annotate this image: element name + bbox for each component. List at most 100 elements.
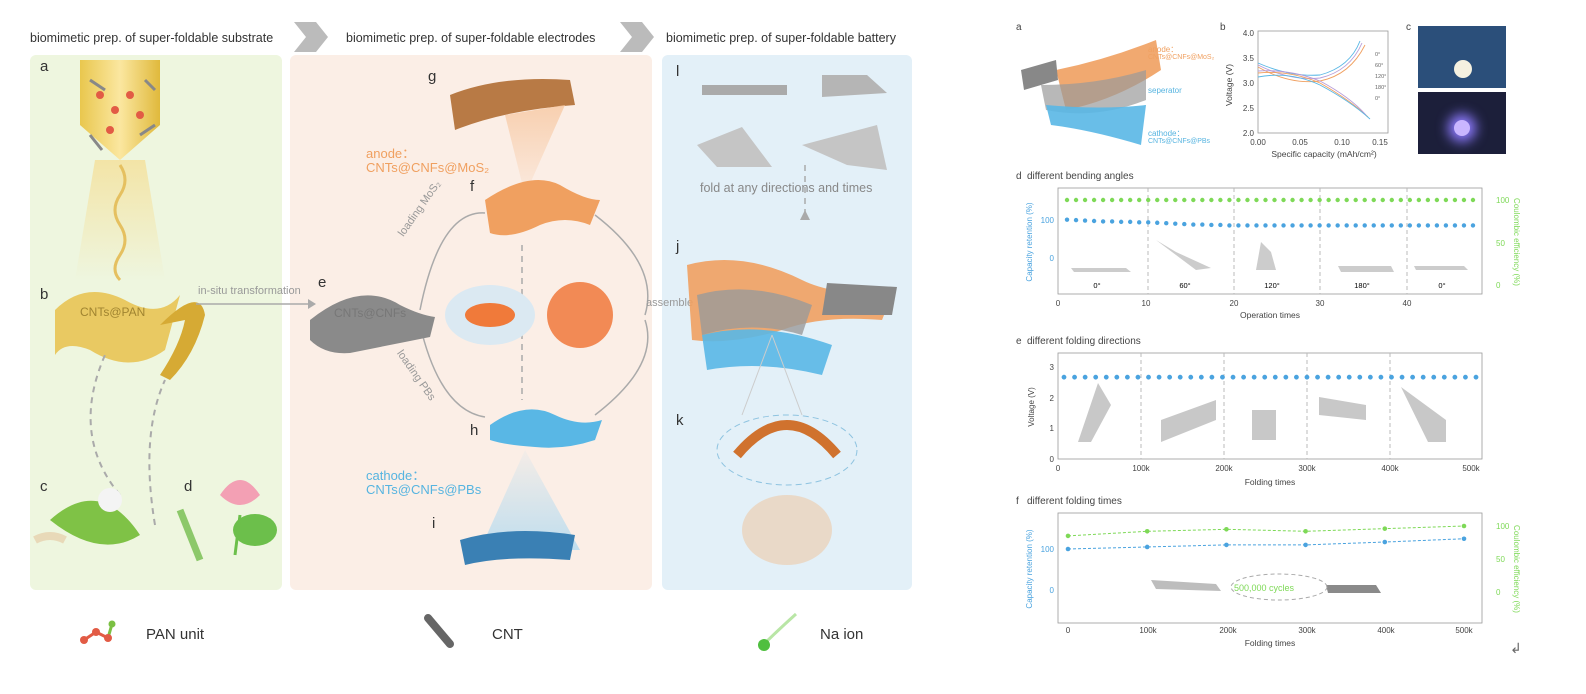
efficiency-point bbox=[1380, 197, 1385, 203]
efficiency-point bbox=[1263, 197, 1268, 203]
capacity-point bbox=[1073, 217, 1079, 223]
substrate-label: CNTs@PAN bbox=[80, 305, 146, 319]
efficiency-point bbox=[1065, 533, 1071, 539]
fig-f-xtick: 200k bbox=[1219, 626, 1237, 635]
header-substrate: biomimetic prep. of super-foldable subst… bbox=[30, 31, 274, 45]
efficiency-point bbox=[1173, 197, 1178, 203]
voltage-point bbox=[1209, 374, 1215, 380]
capacity-point bbox=[1461, 536, 1467, 542]
efficiency-point bbox=[1155, 197, 1160, 203]
fig-f-sheet-icon bbox=[1326, 585, 1381, 593]
fig-d-ytick-left: 100 bbox=[1041, 216, 1055, 225]
voltage-point bbox=[1325, 374, 1331, 380]
efficiency-point bbox=[1308, 197, 1313, 203]
efficiency-point bbox=[1371, 197, 1376, 203]
voltage-point bbox=[1072, 374, 1077, 380]
fig-c-photo-top bbox=[1418, 26, 1506, 88]
voltage-point bbox=[1156, 374, 1162, 380]
capacity-point bbox=[1209, 222, 1214, 228]
fig-b-ytick: 2.0 bbox=[1243, 129, 1255, 138]
voltage-point bbox=[1093, 374, 1099, 380]
fig-f-xtick: 100k bbox=[1139, 626, 1157, 635]
fig-b-legend: 120° bbox=[1375, 74, 1386, 80]
capacity-point bbox=[1398, 223, 1404, 228]
fig-f-cycles: 500,000 cycles bbox=[1234, 583, 1295, 593]
capacity-point bbox=[1407, 223, 1413, 228]
efficiency-point bbox=[1127, 197, 1133, 203]
fig-a-anode-formula: CNTs@CNFs@MoS₂ bbox=[1148, 54, 1215, 61]
efficiency-point bbox=[1353, 197, 1358, 203]
capacity-point bbox=[1118, 219, 1124, 225]
capacity-point bbox=[1353, 223, 1358, 228]
capacity-point bbox=[1344, 223, 1349, 228]
fig-f-chart: 500,000 cycles 0 100 0 50 100 0 100k 200… bbox=[1025, 512, 1521, 648]
capacity-point bbox=[1245, 223, 1250, 228]
capacity-point bbox=[1146, 220, 1151, 225]
voltage-point bbox=[1283, 374, 1289, 380]
electrode-label: CNTs@CNFs bbox=[334, 306, 407, 320]
fig-b-legend: 0° bbox=[1375, 52, 1380, 58]
efficiency-point bbox=[1389, 197, 1394, 203]
capacity-point bbox=[1416, 223, 1422, 228]
voltage-point bbox=[1230, 374, 1236, 380]
efficiency-point bbox=[1218, 197, 1223, 203]
efficiency-point bbox=[1091, 197, 1097, 203]
fig-d-ytick-right: 0 bbox=[1496, 281, 1501, 290]
fig-d-xtick: 10 bbox=[1142, 299, 1151, 308]
voltage-point bbox=[1241, 374, 1246, 380]
capacity-point bbox=[1389, 223, 1394, 228]
fig-e-ytick: 2 bbox=[1050, 394, 1055, 403]
voltage-point bbox=[1463, 374, 1468, 380]
fig-d-angle: 60° bbox=[1179, 281, 1190, 290]
fig-b-legend: 0° bbox=[1375, 96, 1380, 102]
capacity-point bbox=[1236, 223, 1241, 228]
efficiency-point bbox=[1136, 197, 1142, 203]
voltage-point bbox=[1124, 374, 1130, 380]
capacity-point bbox=[1362, 223, 1367, 228]
fig-f-title: different folding times bbox=[1027, 496, 1122, 507]
fig-b-xlabel: Specific capacity (mAh/cm²) bbox=[1271, 149, 1376, 159]
efficiency-point bbox=[1317, 197, 1322, 203]
fig-b-ylabel: Voltage (V) bbox=[1224, 64, 1234, 106]
label-e: e bbox=[318, 274, 327, 291]
fig-d-ylabel-left: Capacity retention (%) bbox=[1025, 202, 1034, 281]
capacity-point bbox=[1434, 223, 1440, 228]
efficiency-point bbox=[1299, 197, 1304, 203]
capacity-point bbox=[1452, 223, 1458, 228]
fig-b-legend: 60° bbox=[1375, 63, 1383, 69]
voltage-point bbox=[1399, 374, 1405, 380]
voltage-point bbox=[1167, 374, 1173, 380]
efficiency-line bbox=[1067, 525, 1465, 537]
capacity-point bbox=[1191, 222, 1196, 227]
fig-b-xtick: 0.05 bbox=[1292, 138, 1308, 147]
fig-a-anode: anode： bbox=[1148, 45, 1179, 54]
fig-f-ylabel-left: Capacity retention (%) bbox=[1025, 529, 1034, 608]
voltage-point bbox=[1198, 374, 1204, 380]
fig-a-cathode-formula: CNTs@CNFs@PBs bbox=[1148, 138, 1211, 145]
cathode-title: cathode： bbox=[366, 468, 426, 483]
capacity-point bbox=[1443, 223, 1449, 228]
fig-e-title: different folding directions bbox=[1027, 336, 1141, 347]
label-k: k bbox=[676, 412, 684, 429]
efficiency-point bbox=[1434, 197, 1440, 203]
arrow-chevron-icon bbox=[620, 22, 654, 57]
fig-d-xlabel: Operation times bbox=[1240, 310, 1300, 320]
capacity-point bbox=[1281, 223, 1286, 228]
fig-b-ytick: 3.0 bbox=[1243, 79, 1255, 88]
efficiency-point bbox=[1227, 197, 1232, 203]
fig-d-xtick: 40 bbox=[1403, 299, 1412, 308]
fig-b-letter: b bbox=[1220, 22, 1226, 33]
efficiency-point bbox=[1200, 197, 1205, 203]
capacity-point bbox=[1082, 218, 1088, 223]
voltage-point bbox=[1420, 374, 1426, 380]
efficiency-point bbox=[1290, 197, 1295, 203]
legend-pan-unit: PAN unit bbox=[146, 626, 205, 643]
capacity-point bbox=[1254, 223, 1259, 228]
fig-a-illustration bbox=[1021, 40, 1161, 145]
fig-c-photo-bottom bbox=[1418, 92, 1506, 154]
fig-f-ytick-left: 100 bbox=[1041, 545, 1055, 554]
label-h: h bbox=[470, 422, 479, 439]
fig-d-ytick-left: 0 bbox=[1050, 254, 1055, 263]
fig-f-letter: f bbox=[1016, 496, 1019, 507]
capacity-point bbox=[1218, 222, 1223, 228]
